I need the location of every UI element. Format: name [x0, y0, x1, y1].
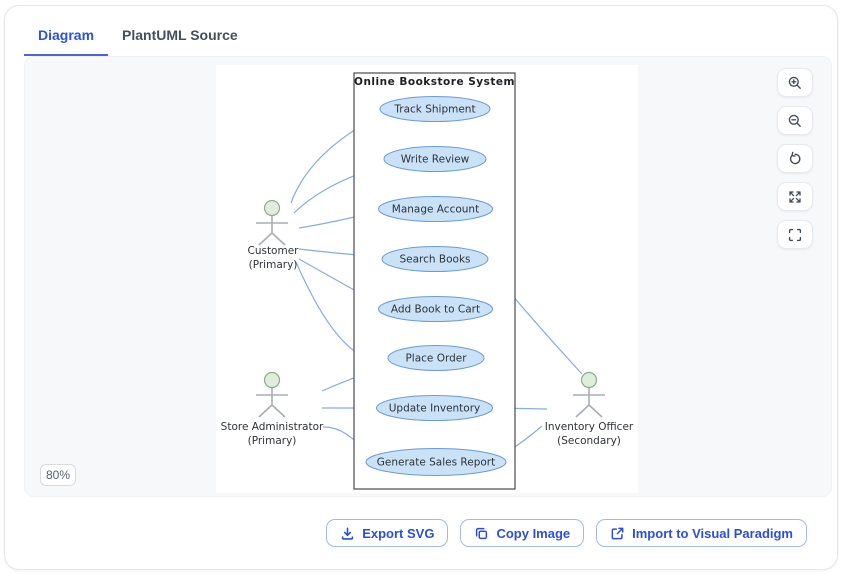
- download-icon: [340, 526, 355, 541]
- svg-text:Generate Sales Report: Generate Sales Report: [377, 457, 495, 469]
- tab-plantuml-source[interactable]: PlantUML Source: [122, 27, 238, 43]
- usecase-place-order: Place Order: [387, 345, 485, 371]
- import-to-visual-paradigm-label: Import to Visual Paradigm: [632, 525, 793, 541]
- external-link-icon: [610, 526, 625, 541]
- reset-view-icon: [787, 151, 803, 167]
- actor-inventory-officer-role: (Secondary): [557, 435, 621, 447]
- svg-text:Write Review: Write Review: [401, 154, 470, 166]
- usecase-diagram: Online Bookstore System Track Shipment W…: [221, 72, 634, 490]
- actor-customer: Customer (Primary): [247, 199, 299, 271]
- viewer-card: Diagram PlantUML Source: [4, 5, 838, 570]
- diagram-canvas[interactable]: Online Bookstore System Track Shipment W…: [216, 65, 638, 493]
- usecase-generate-sales-report: Generate Sales Report: [365, 448, 507, 476]
- system-boundary: Online Bookstore System: [353, 72, 516, 490]
- zoom-in-icon: [787, 75, 803, 91]
- copy-icon: [474, 526, 489, 541]
- actor-inventory-officer: Inventory Officer (Secondary): [545, 371, 634, 447]
- usecase-search-books: Search Books: [381, 246, 489, 272]
- zoom-controls: [777, 68, 813, 249]
- expand-button[interactable]: [777, 182, 813, 211]
- svg-text:Update Inventory: Update Inventory: [389, 403, 481, 415]
- import-to-visual-paradigm-button[interactable]: Import to Visual Paradigm: [596, 519, 807, 547]
- actor-store-administrator: Store Administrator (Primary): [221, 371, 324, 447]
- usecase-add-book-to-cart: Add Book to Cart: [378, 296, 493, 322]
- actor-store-administrator-role: (Primary): [248, 435, 297, 447]
- action-buttons: Export SVG Copy Image Import to Visual P…: [326, 519, 807, 547]
- export-svg-button[interactable]: Export SVG: [326, 519, 449, 547]
- usecase-update-inventory: Update Inventory: [376, 395, 493, 421]
- svg-text:Track Shipment: Track Shipment: [393, 104, 475, 116]
- usecase-track-shipment: Track Shipment: [379, 96, 491, 122]
- fullscreen-button[interactable]: [777, 220, 813, 249]
- actor-customer-role: (Primary): [249, 259, 298, 271]
- expand-icon: [787, 189, 803, 205]
- zoom-out-button[interactable]: [777, 106, 813, 135]
- usecase-manage-account: Manage Account: [378, 196, 493, 222]
- actor-customer-name: Customer: [247, 245, 299, 257]
- svg-text:Search Books: Search Books: [399, 254, 470, 266]
- zoom-out-icon: [787, 113, 803, 129]
- actor-inventory-officer-name: Inventory Officer: [545, 421, 634, 433]
- copy-image-button[interactable]: Copy Image: [460, 519, 585, 547]
- svg-text:Place Order: Place Order: [405, 353, 467, 365]
- fullscreen-icon: [787, 227, 803, 243]
- actor-store-administrator-name: Store Administrator: [221, 421, 324, 433]
- svg-text:Add Book to Cart: Add Book to Cart: [391, 304, 480, 316]
- tab-bar: Diagram PlantUML Source: [24, 18, 252, 56]
- diagram-panel: Online Bookstore System Track Shipment W…: [24, 56, 832, 497]
- usecase-write-review: Write Review: [383, 146, 487, 172]
- reset-view-button[interactable]: [777, 144, 813, 173]
- zoom-in-button[interactable]: [777, 68, 813, 97]
- copy-image-label: Copy Image: [496, 525, 571, 541]
- system-title: Online Bookstore System: [354, 76, 515, 88]
- tab-diagram[interactable]: Diagram: [24, 18, 109, 56]
- zoom-level-badge: 80%: [40, 464, 76, 486]
- svg-text:Manage Account: Manage Account: [392, 204, 479, 216]
- export-svg-label: Export SVG: [362, 525, 435, 541]
